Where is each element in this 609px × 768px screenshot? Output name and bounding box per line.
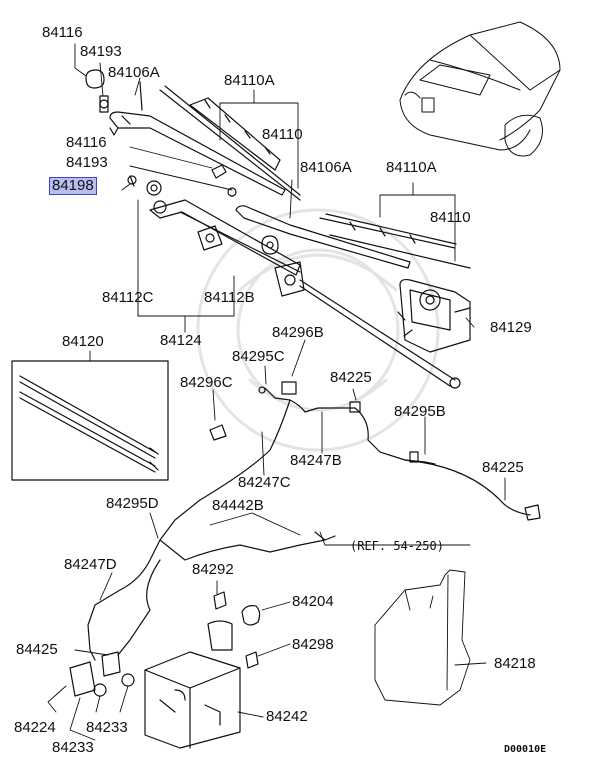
left-wiper-arm [109, 81, 286, 196]
part-label-84296B: 84296B [272, 324, 324, 341]
right-wiper-arm [235, 205, 471, 269]
part-label-84295C: 84295C [232, 348, 285, 365]
washer-hoses [87, 381, 541, 661]
part-label-84247D: 84247D [64, 556, 117, 573]
part-label-84106A-right: 84106A [300, 159, 352, 176]
part-label-84116-top: 84116 [42, 24, 83, 41]
part-label-84106A-left: 84106A [108, 64, 160, 81]
part-label-84292: 84292 [192, 561, 234, 578]
left-wiper-blade [159, 85, 301, 201]
blade-rubber-box [11, 360, 169, 481]
part-label-84129: 84129 [490, 319, 532, 336]
reference-note: (REF. 54-250) [350, 539, 444, 553]
part-label-84242: 84242 [266, 708, 308, 725]
part-label-84110-right: 84110 [430, 209, 471, 226]
fasteners-upper [85, 69, 237, 197]
part-label-84116-mid: 84116 [66, 134, 107, 151]
washer-tank [144, 620, 241, 749]
part-label-84224: 84224 [14, 719, 56, 736]
part-label-84112C: 84112C [102, 289, 154, 306]
watermark-seal [196, 208, 440, 452]
part-label-84225-right: 84225 [482, 459, 524, 476]
part-label-84110A-right: 84110A [386, 159, 437, 176]
part-label-84110-top: 84110 [262, 126, 303, 143]
part-label-84193-top: 84193 [80, 43, 122, 60]
part-label-84298: 84298 [292, 636, 334, 653]
part-label-84225-mid: 84225 [330, 369, 372, 386]
wiper-motor [397, 278, 471, 353]
wiper-linkage [149, 199, 461, 389]
part-label-84198-highlighted[interactable]: 84198 [49, 177, 97, 195]
part-label-84296C: 84296C [180, 374, 233, 391]
part-label-84112B: 84112B [204, 289, 255, 306]
alternate-tank [374, 569, 471, 706]
car-sketch [399, 21, 561, 157]
part-label-84218: 84218 [494, 655, 536, 672]
washer-pumps [69, 591, 261, 697]
leader-lines [47, 43, 506, 741]
part-label-84233-b: 84233 [52, 739, 94, 756]
part-label-84120: 84120 [62, 333, 104, 350]
part-label-84193-mid: 84193 [66, 154, 108, 171]
part-label-84247C: 84247C [238, 474, 291, 491]
part-label-84233-a: 84233 [86, 719, 128, 736]
part-label-84110A-top: 84110A [224, 72, 275, 89]
part-label-84295D: 84295D [106, 495, 159, 512]
diagram-code: D00010E [504, 744, 547, 755]
part-label-84247B: 84247B [290, 452, 342, 469]
part-label-84295B: 84295B [394, 403, 446, 420]
part-label-84204: 84204 [292, 593, 334, 610]
part-label-84442B: 84442B [212, 497, 264, 514]
part-label-84124: 84124 [160, 332, 202, 349]
part-label-84425: 84425 [16, 641, 58, 658]
